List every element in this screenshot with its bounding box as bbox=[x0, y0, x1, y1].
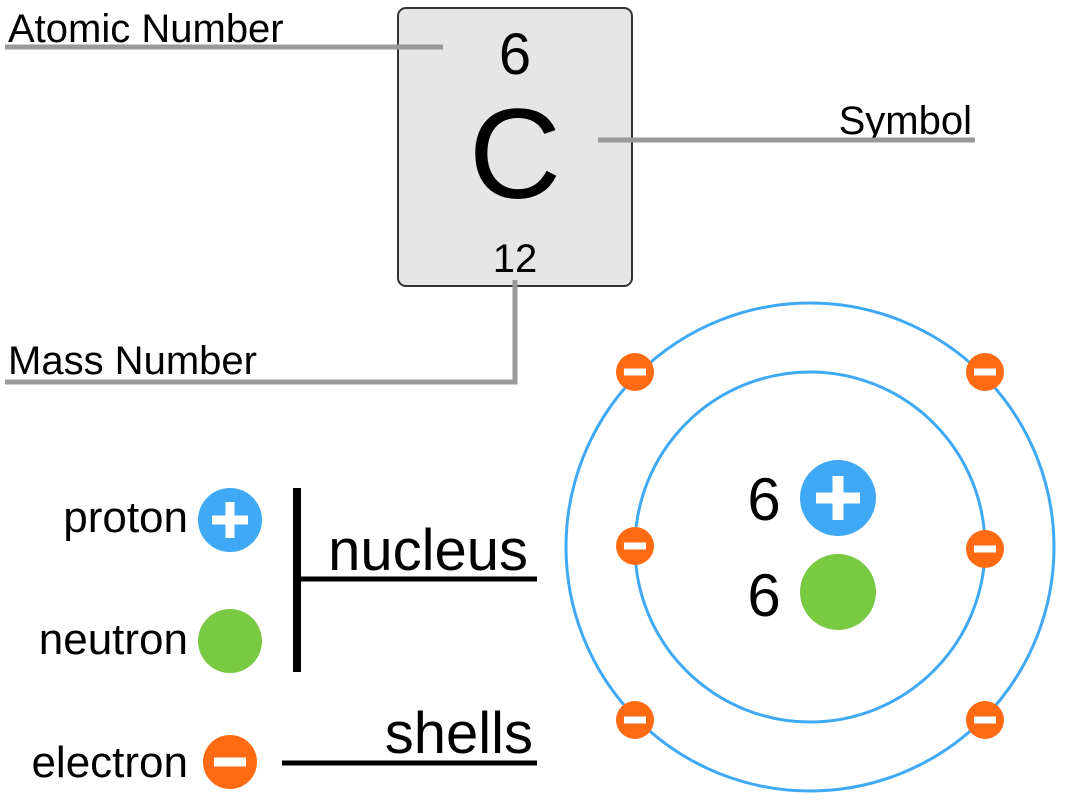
atomic-number-value: 6 bbox=[499, 22, 531, 87]
electron-outer-top-right bbox=[966, 353, 1004, 391]
mass-number-label: Mass Number bbox=[8, 339, 257, 383]
nucleus-neutron-icon bbox=[800, 554, 876, 630]
legend: proton neutron electron nucleus shells bbox=[31, 488, 537, 789]
electron-legend-label: electron bbox=[31, 738, 188, 787]
electron-icon bbox=[203, 735, 257, 789]
symbol-label: Symbol bbox=[839, 99, 972, 143]
neutron-icon bbox=[198, 609, 262, 673]
inner-shell bbox=[633, 370, 987, 724]
electron-inner-right bbox=[966, 530, 1004, 568]
electron-outer-bottom-right bbox=[966, 701, 1004, 739]
electron-outer-top-left bbox=[616, 353, 654, 391]
mass-number-leader bbox=[5, 280, 518, 385]
shells-label: shells bbox=[385, 701, 533, 766]
proton-count: 6 bbox=[747, 466, 780, 533]
atom-model: 6 6 bbox=[564, 301, 1056, 793]
electron-outer-bottom-left bbox=[616, 701, 654, 739]
element-symbol: C bbox=[469, 83, 561, 226]
neutron-count: 6 bbox=[747, 562, 780, 629]
callouts: Atomic Number Symbol Mass Number bbox=[5, 7, 975, 385]
nucleus-proton-icon bbox=[800, 460, 876, 536]
element-card: 6 C 12 bbox=[397, 7, 633, 287]
proton-icon bbox=[198, 488, 262, 552]
atomic-number-label: Atomic Number bbox=[8, 7, 284, 51]
nucleus-label: nucleus bbox=[328, 518, 528, 583]
electron-inner-left bbox=[616, 527, 654, 565]
outer-shell bbox=[564, 301, 1056, 793]
neutron-legend-label: neutron bbox=[39, 615, 188, 664]
mass-number-value: 12 bbox=[493, 237, 538, 281]
proton-legend-label: proton bbox=[63, 493, 188, 542]
